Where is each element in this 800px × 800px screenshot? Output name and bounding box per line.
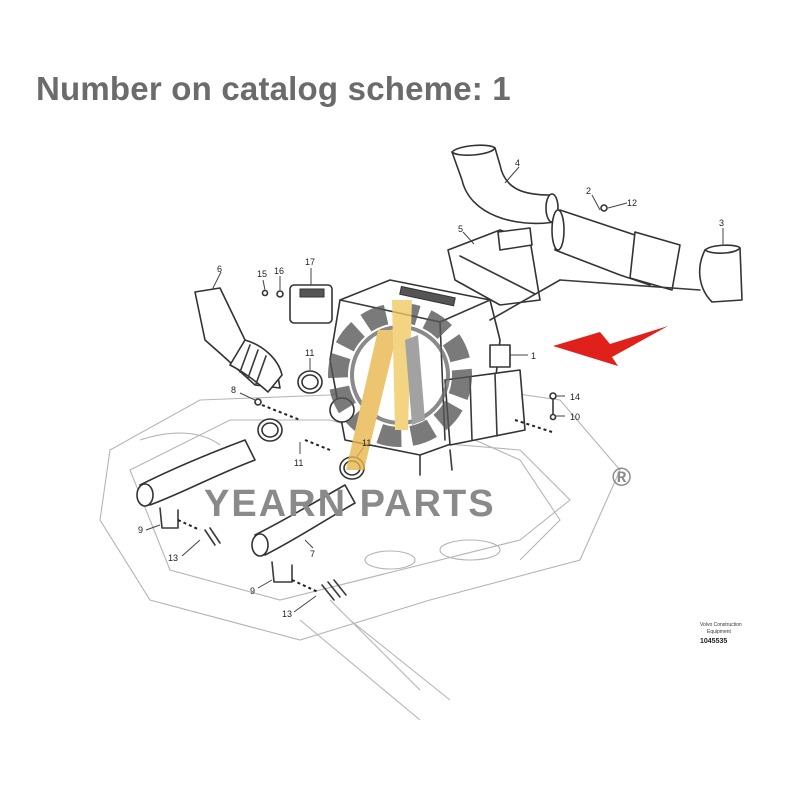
callout-9a: 9: [138, 525, 143, 535]
callout-11c: 11: [362, 438, 371, 448]
svg-text:1045535: 1045535: [700, 638, 727, 645]
callout-14: 14: [570, 392, 580, 402]
callout-numbers: 1 2 3 4 5 6 7 8 9 9 10 11 11 11 12 13 13…: [138, 158, 724, 619]
callout-15: 15: [257, 269, 267, 279]
callout-2: 2: [586, 186, 591, 196]
callout-10: 10: [570, 412, 580, 422]
callout-4: 4: [515, 158, 520, 168]
part-3-duct: [698, 244, 743, 303]
catalog-reference: Volvo Construction Equipment 1045535: [700, 622, 742, 645]
callout-12: 12: [627, 198, 637, 208]
watermark-gear-icon: [328, 300, 472, 470]
part-6-duct: [194, 287, 283, 393]
callout-11a: 11: [305, 348, 314, 358]
callout-8: 8: [231, 385, 236, 395]
callout-6: 6: [217, 264, 222, 274]
watermark-text: YEARN PARTS: [204, 483, 496, 525]
callout-16: 16: [274, 266, 284, 276]
callout-9b: 9: [250, 586, 255, 596]
red-arrow: [553, 326, 668, 366]
callout-5: 5: [458, 224, 463, 234]
callout-17: 17: [305, 257, 315, 267]
hoses-lower: [136, 439, 356, 557]
page-title: Number on catalog scheme: 1: [36, 70, 511, 107]
part-4-duct: [451, 144, 559, 225]
callout-7: 7: [310, 549, 315, 559]
clamps-9-13: [159, 507, 347, 601]
part-5-outlet: [447, 227, 541, 306]
svg-text:Equipment: Equipment: [707, 629, 732, 635]
callout-1: 1: [531, 351, 536, 361]
callout-13a: 13: [168, 553, 178, 563]
parts-15-16-17: [261, 284, 333, 324]
callout-11b: 11: [294, 458, 303, 468]
leader-lines: [145, 166, 724, 613]
frame-background: [99, 379, 621, 721]
svg-text:Volvo Construction: Volvo Construction: [700, 622, 742, 628]
bolts-8-10-14: [254, 392, 557, 451]
registered-mark: ®: [612, 462, 631, 492]
part-2-hose: [551, 204, 681, 291]
callout-3: 3: [719, 218, 724, 228]
callout-13b: 13: [282, 609, 292, 619]
